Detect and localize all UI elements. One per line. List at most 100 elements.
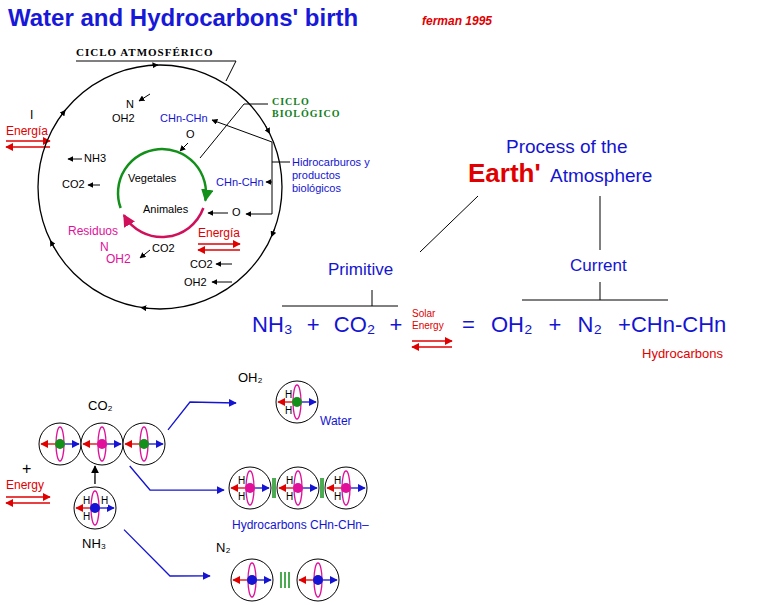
label: Primitive xyxy=(328,260,393,280)
atom xyxy=(325,467,367,509)
molecule: HHHHHHHydrocarbons CHn-CHn– xyxy=(224,462,371,534)
leader-line xyxy=(272,162,290,163)
atom xyxy=(342,471,350,505)
energy-arrow xyxy=(6,496,50,497)
label: Energía xyxy=(6,124,48,138)
equation-bracket xyxy=(282,306,398,307)
atom xyxy=(97,439,107,449)
atom xyxy=(229,467,271,509)
atom-label: H xyxy=(285,405,292,417)
atom xyxy=(41,443,55,444)
atom xyxy=(39,423,81,465)
equation-bracket xyxy=(522,300,668,301)
atom xyxy=(81,423,123,465)
node-label: CICLO ATMOSFÉRICO xyxy=(76,46,214,59)
atom xyxy=(139,439,149,449)
atom-label: H xyxy=(334,491,341,503)
cycle-arrow xyxy=(212,120,272,142)
label: CO2 xyxy=(190,258,213,271)
cycle-outline xyxy=(118,149,206,237)
atom xyxy=(90,503,100,513)
atom xyxy=(55,439,65,449)
bond xyxy=(321,478,323,498)
atom xyxy=(292,397,302,407)
atom xyxy=(297,559,339,601)
label: Energy xyxy=(6,478,44,492)
cycle-arrow xyxy=(180,143,188,151)
atom xyxy=(277,467,319,509)
atom xyxy=(74,487,116,529)
node-label: NH₃ xyxy=(82,536,106,552)
atom xyxy=(123,423,165,465)
node-label: Vegetales xyxy=(128,172,176,185)
atom xyxy=(81,423,123,465)
leader-line xyxy=(272,142,273,214)
atom-label: H xyxy=(238,491,245,503)
cycle-arrow xyxy=(216,264,232,265)
cycle-arrow xyxy=(140,250,150,258)
equation-bracket xyxy=(600,196,601,250)
energy-arrow xyxy=(198,249,240,250)
label: Current xyxy=(570,256,627,276)
reaction-arrow xyxy=(94,466,95,484)
atom xyxy=(229,467,271,509)
atom xyxy=(231,559,273,601)
label: Residuos xyxy=(68,224,118,238)
node-label: Water xyxy=(320,414,352,428)
atom xyxy=(246,471,254,505)
label: Process of the xyxy=(506,136,627,158)
atom xyxy=(313,575,323,585)
atom xyxy=(74,487,116,529)
label: Atmosphere xyxy=(550,165,652,187)
bond xyxy=(281,572,289,588)
atom xyxy=(100,507,114,508)
atom xyxy=(277,467,319,509)
atom xyxy=(257,579,271,580)
equation-bracket xyxy=(282,196,668,306)
atom-label: H xyxy=(286,491,293,503)
atom-label: H xyxy=(286,475,293,487)
atom xyxy=(293,385,301,419)
label: NH₃ + CO₂ + xyxy=(252,312,402,338)
energy-arrow xyxy=(6,140,50,141)
atom xyxy=(297,559,339,601)
label: Hidrocarburos y productos biológicos xyxy=(292,156,370,195)
reaction-arrow xyxy=(168,402,236,430)
atom xyxy=(276,381,318,423)
atom xyxy=(91,491,99,525)
atom xyxy=(140,427,148,461)
energy-arrow xyxy=(412,340,452,341)
atom xyxy=(233,579,247,580)
label: CO2 xyxy=(152,242,175,255)
energy-arrow xyxy=(6,146,50,147)
label: O xyxy=(186,128,195,141)
node-label: N₂ xyxy=(216,540,230,556)
leader-line xyxy=(76,61,236,81)
label: CO2 xyxy=(62,178,85,191)
reaction-arrow xyxy=(130,466,224,490)
molecule: CO₂ xyxy=(36,398,168,466)
label: Energía xyxy=(198,226,240,240)
atom xyxy=(294,471,302,505)
label: Hydrocarbons xyxy=(642,346,723,362)
bond xyxy=(273,478,275,498)
equation-bracket xyxy=(420,196,478,252)
cycle-arrow xyxy=(212,282,232,283)
cycle-arrow xyxy=(208,213,228,214)
atom xyxy=(351,487,365,488)
atom xyxy=(245,483,255,493)
cycle-outline xyxy=(38,65,282,309)
atom-label: H xyxy=(238,475,245,487)
atom xyxy=(65,443,79,444)
label: Earth' xyxy=(468,158,541,188)
atom xyxy=(323,579,337,580)
atom-label: H xyxy=(83,511,90,523)
atom xyxy=(76,507,90,508)
node-label: OH₂ xyxy=(238,370,263,386)
cycle-arrow xyxy=(266,182,272,183)
atom xyxy=(231,559,273,601)
atom xyxy=(98,427,106,461)
atom xyxy=(314,563,322,597)
